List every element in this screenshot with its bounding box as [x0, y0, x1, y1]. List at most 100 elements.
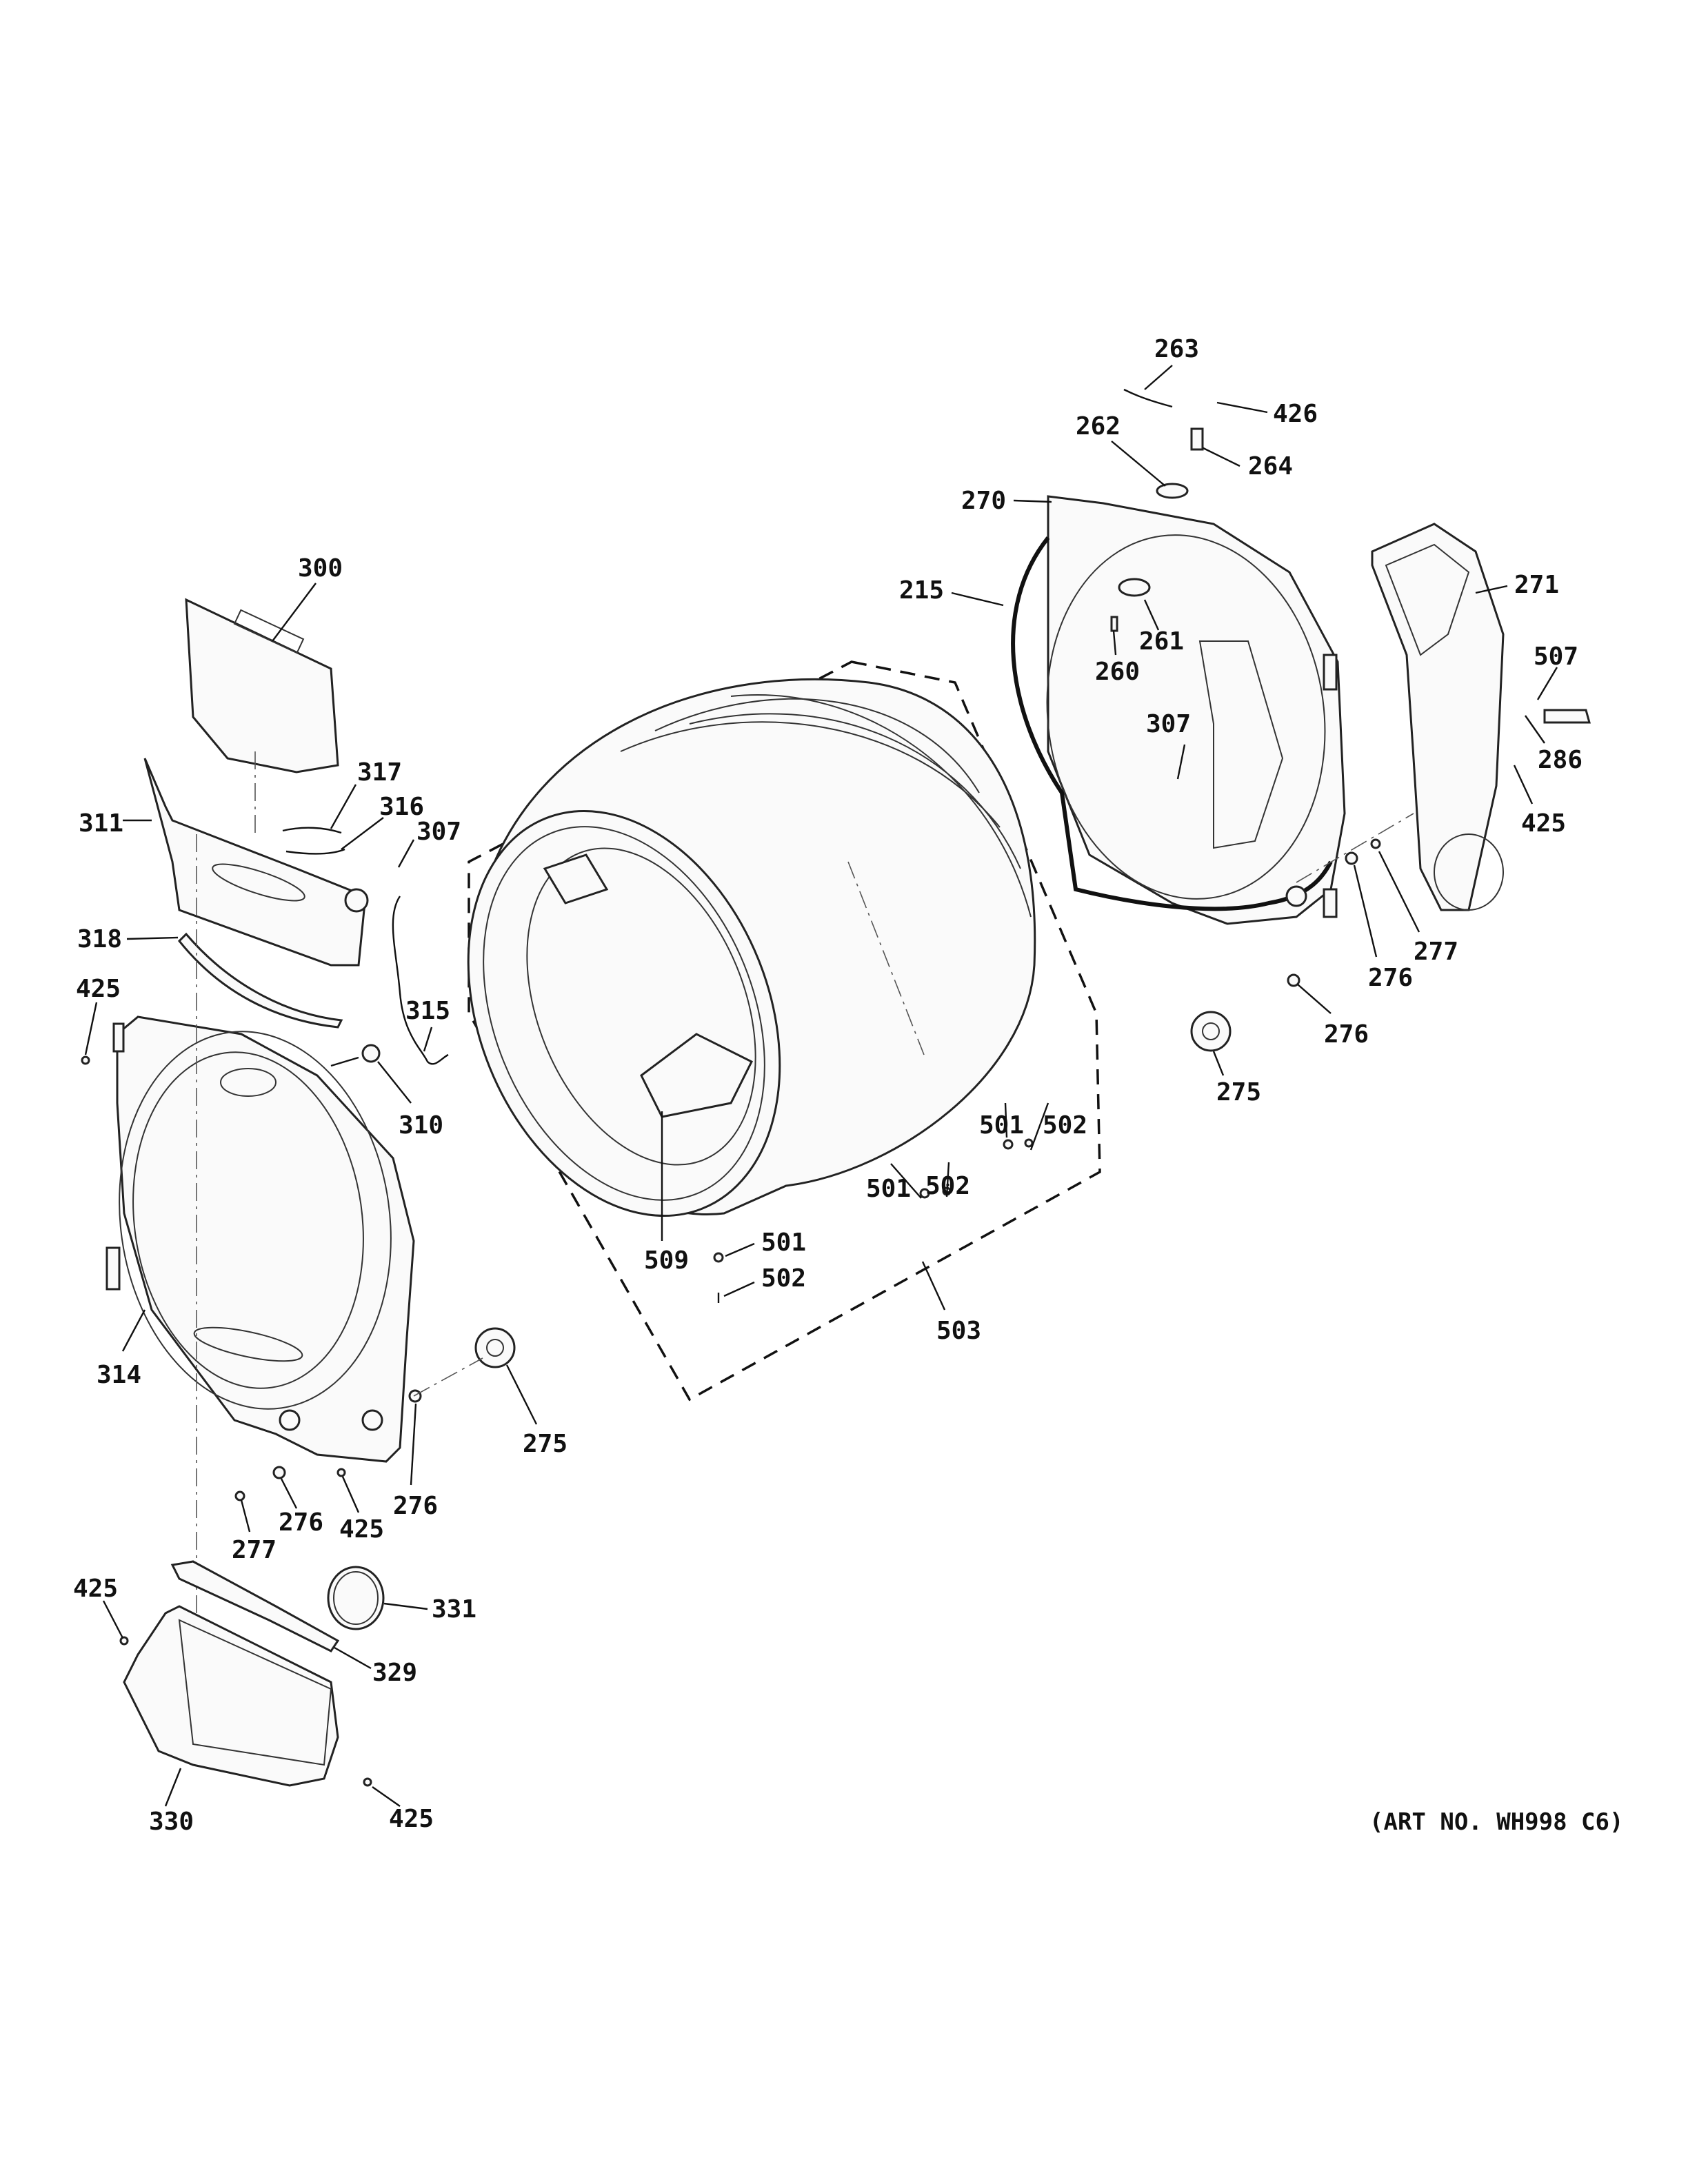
- sensor-screw: [1110, 616, 1118, 632]
- rear-bulkhead-frame: [1047, 495, 1346, 925]
- rear-clip-277: [1370, 838, 1381, 849]
- leader-276c: [410, 1403, 417, 1486]
- leader-277a: [1378, 851, 1420, 933]
- drum-assembly-boundary: [468, 660, 1101, 1402]
- callout-215: 215: [899, 576, 944, 605]
- drum-baffle-top: [543, 853, 609, 904]
- callout-426: 426: [1273, 400, 1318, 428]
- leader-310: [377, 1061, 412, 1104]
- leader-317: [330, 784, 357, 829]
- thermistor: [1190, 427, 1204, 451]
- leader-426: [1216, 401, 1268, 414]
- front-duct-330: [123, 1605, 339, 1787]
- callout-331: 331: [432, 1595, 476, 1624]
- leader-425b: [84, 1002, 98, 1055]
- callout-277a: 277: [1414, 938, 1458, 966]
- front-harness-group: [330, 896, 449, 1067]
- leader-262: [1111, 441, 1166, 487]
- leader-270: [1013, 499, 1052, 503]
- leader-lines: [84, 365, 1558, 1807]
- callout-330: 330: [149, 1808, 194, 1836]
- callout-275a: 275: [1216, 1078, 1261, 1106]
- washer-501a: [1003, 1139, 1014, 1150]
- front-duct-face: [178, 1619, 332, 1766]
- callout-507: 507: [1534, 643, 1578, 671]
- callout-425b: 425: [76, 975, 121, 1003]
- rear-roller-axis: [1296, 813, 1414, 883]
- callout-425c: 425: [339, 1515, 384, 1544]
- callout-425a: 425: [1521, 809, 1566, 838]
- thermistor-wire: [1123, 388, 1173, 408]
- callout-276a: 276: [1368, 964, 1413, 992]
- leader-286: [1525, 715, 1545, 744]
- front-clip-277: [234, 1490, 245, 1502]
- callout-276d: 276: [279, 1508, 323, 1537]
- rear-hinge-top: [1323, 654, 1338, 691]
- screw-502a: [1024, 1138, 1034, 1148]
- front-hinge-top: [112, 1022, 125, 1053]
- leader-300: [272, 583, 316, 642]
- door-sensor: [361, 1044, 381, 1063]
- leader-271: [1475, 585, 1508, 594]
- leader-316: [341, 817, 384, 850]
- leader-275b: [505, 1364, 538, 1425]
- callout-425e: 425: [389, 1805, 434, 1833]
- leader-314: [121, 1309, 146, 1352]
- leader-501b: [890, 1163, 922, 1199]
- drum-rib-4: [730, 694, 1032, 918]
- leader-318: [126, 936, 179, 940]
- front-roller-hub: [486, 1339, 504, 1357]
- callout-501c: 501: [761, 1228, 806, 1257]
- thermostat-connector: [1543, 709, 1591, 724]
- leader-502c: [723, 1281, 755, 1297]
- rear-washer-276b: [1345, 851, 1358, 865]
- callout-263: 263: [1154, 335, 1199, 363]
- art-number: (ART NO. WH998 C6): [1369, 1808, 1623, 1836]
- callout-501a: 501: [979, 1111, 1024, 1140]
- leader-307a: [1176, 744, 1186, 780]
- front-roller-mount-left: [279, 1409, 301, 1431]
- leader-261: [1143, 599, 1160, 631]
- callout-317: 317: [357, 758, 402, 787]
- callout-307b: 307: [416, 818, 461, 846]
- drum-baffle-bottom: [640, 1033, 754, 1118]
- leader-425a: [1513, 765, 1534, 805]
- leader-277b: [240, 1499, 251, 1533]
- callout-318: 318: [77, 925, 122, 953]
- leader-276b: [1297, 984, 1332, 1014]
- callout-315: 315: [405, 997, 450, 1025]
- rear-duct-mesh: [1385, 543, 1470, 656]
- housing-sensor-mount: [344, 888, 369, 913]
- housing-slot: [212, 863, 305, 902]
- callout-502a: 502: [1043, 1111, 1087, 1140]
- lint-filter-group: [143, 598, 369, 1029]
- rear-hinge-bottom: [1323, 888, 1338, 918]
- leader-502a: [1029, 1102, 1049, 1151]
- leader-331: [383, 1602, 428, 1610]
- gasket-317: [282, 827, 342, 834]
- moisture-sensor: [1118, 578, 1151, 597]
- front-roller-group: [81, 1055, 516, 1502]
- rear-bulkhead-ring: [1046, 534, 1326, 900]
- gasket-316: [285, 848, 345, 855]
- washer-501b: [919, 1188, 930, 1199]
- lint-filter: [185, 598, 339, 774]
- washer-501c: [713, 1252, 724, 1263]
- duct-seal-331-inner: [333, 1571, 379, 1625]
- leader-501c: [725, 1242, 755, 1257]
- drum-back-wall: [526, 847, 756, 1166]
- leader-329: [334, 1646, 372, 1670]
- leader-502b: [945, 1162, 950, 1197]
- drum-rib-2: [620, 721, 1001, 828]
- front-screw-425: [336, 1468, 346, 1477]
- callout-270: 270: [961, 487, 1006, 515]
- front-duct-group: [119, 1560, 385, 1787]
- front-roller-axis: [413, 1357, 483, 1397]
- front-bulkhead-opening-outer: [119, 1031, 392, 1410]
- callout-276c: 276: [393, 1492, 438, 1520]
- callout-262: 262: [1076, 412, 1121, 441]
- leader-215: [951, 592, 1004, 607]
- front-screw-425b: [81, 1055, 90, 1065]
- leader-501a: [1004, 1102, 1008, 1138]
- callout-labels: 263 426 262 264 270 215 261 260 307 271 …: [73, 335, 1582, 1836]
